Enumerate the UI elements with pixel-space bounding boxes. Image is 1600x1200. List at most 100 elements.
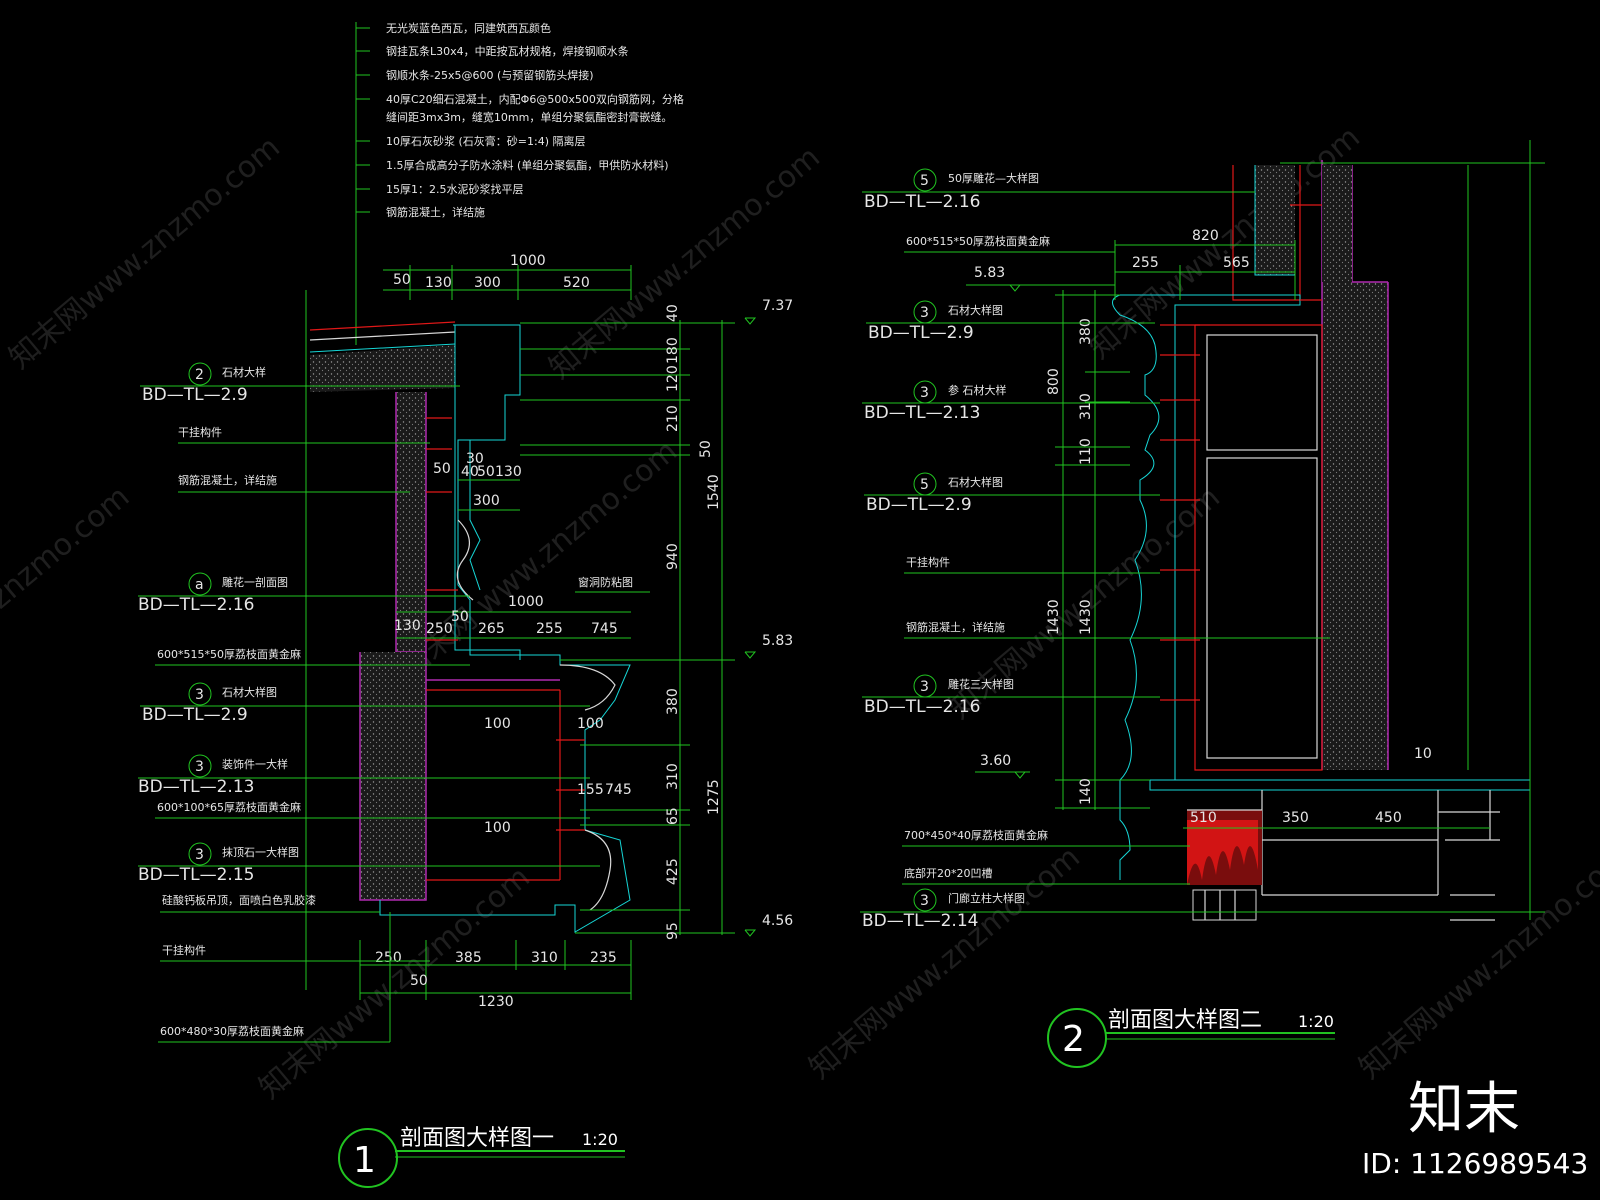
ref-number: 5 [920, 173, 929, 189]
dim-label: 65 [665, 807, 681, 825]
dim-label: 300 [474, 275, 501, 291]
elevation-label: 5.83 [762, 633, 793, 649]
ref-title: 雕花三大样图 [948, 677, 1014, 691]
dim-label: 1275 [706, 779, 722, 815]
dim-label: 235 [590, 950, 617, 966]
ref-bubble [188, 842, 212, 866]
drawing-number-bubble [1047, 1008, 1107, 1068]
dim-label: 745 [605, 782, 632, 798]
image-id: ID: 1126989543 [1362, 1147, 1588, 1180]
dim-label: 745 [591, 621, 618, 637]
ref-code: BD—TL—2.15 [138, 865, 254, 885]
title-block-1: 1 剖面图大样图一 1:20 [338, 1126, 625, 1188]
ref-title: 石材大样 [222, 365, 266, 379]
dim-label: 30 [466, 451, 484, 467]
note-line: 缝间距3mx3m，缝宽10mm，单组分聚氨酯密封膏嵌缝。 [386, 110, 672, 124]
dim-label: 425 [665, 858, 681, 885]
ref-code: BD—TL—2.13 [864, 403, 980, 423]
dim-label: 180 [665, 337, 681, 364]
dim-label: 130 [425, 275, 452, 291]
dim-label: 255 [536, 621, 563, 637]
dim-label: 820 [1192, 228, 1219, 244]
dim-label: 800 [1046, 368, 1062, 395]
dim-label: 510 [1190, 810, 1217, 826]
ref-code: BD—TL—2.9 [142, 385, 248, 405]
drawing-scale: 1:20 [582, 1130, 618, 1149]
dim-label: 40 [461, 464, 479, 480]
drawing-number: 1 [353, 1140, 376, 1181]
drawing-2: 820 255 565 380 800 310 110 1430 1430 14… [860, 140, 1545, 1068]
drawing-scale: 1:20 [1298, 1012, 1334, 1031]
note-line: 10厚石灰砂浆 (石灰膏：砂=1:4) 隔离层 [386, 134, 586, 148]
ref-title: 抹顶石一大样图 [222, 845, 299, 859]
note-line: 无光炭蓝色西瓦，同建筑西瓦颜色 [386, 21, 551, 35]
dim-label: 1000 [510, 253, 546, 269]
drawing-title: 剖面图大样图一 [400, 1126, 554, 1151]
ref-number: 3 [920, 305, 929, 321]
label-text: 600*100*65厚荔枝面黄金麻 [157, 800, 301, 814]
dim-label: 380 [1078, 318, 1094, 345]
dim-label: 310 [665, 763, 681, 790]
dim-label: 450 [1375, 810, 1402, 826]
ref-number: 3 [195, 847, 204, 863]
ref-title: 雕花一剖面图 [222, 575, 288, 589]
label-text: 700*450*40厚荔枝面黄金麻 [904, 828, 1048, 842]
dim-label: 155 [577, 782, 604, 798]
ref-bubble [188, 754, 212, 778]
dim-label: 100 [484, 820, 511, 836]
label-text: 干挂构件 [178, 425, 222, 439]
drawing-1: 无光炭蓝色西瓦，同建筑西瓦颜色 钢挂瓦条L30x4，中距按瓦材规格，焊接钢顺水条… [138, 21, 793, 1188]
dim-label: 50 [451, 609, 469, 625]
watermark-text: 知末网www.znzmo.com [3, 130, 287, 376]
ref-code: BD—TL—2.14 [862, 911, 978, 931]
note-line: 40厚C20细石混凝土，内配Φ6@500x500双向钢筋网，分格 [386, 92, 684, 106]
elevation-markers-2: 5.83 3.60 [966, 265, 1115, 779]
note-line: 钢顺水条-25x5@600 (与预留钢筋头焊接) [386, 68, 594, 82]
ref-code: BD—TL—2.13 [138, 777, 254, 797]
ref-title: 石材大样图 [948, 475, 1003, 489]
notes-list: 无光炭蓝色西瓦，同建筑西瓦颜色 钢挂瓦条L30x4，中距按瓦材规格，焊接钢顺水条… [356, 21, 684, 219]
dim-label: 565 [1223, 255, 1250, 271]
ref-code: BD—TL—2.16 [864, 192, 980, 212]
dim-label: 130 [394, 618, 421, 634]
ref-number: 3 [920, 893, 929, 909]
dim-label: 50 [410, 973, 428, 989]
dim-label: 1230 [478, 994, 514, 1010]
dim-label: 120 [665, 365, 681, 392]
dim-label: 250 [426, 621, 453, 637]
ref-number: 3 [920, 385, 929, 401]
ref-title: 石材大样图 [222, 685, 277, 699]
dim-label: 50 [698, 440, 714, 458]
drawing-title: 剖面图大样图二 [1108, 1008, 1262, 1033]
dim-label: 100 [577, 716, 604, 732]
note-line: 钢挂瓦条L30x4，中距按瓦材规格，焊接钢顺水条 [386, 44, 629, 58]
dim-label: 210 [665, 405, 681, 432]
ref-number: 5 [920, 477, 929, 493]
ref-number: 2 [195, 367, 204, 383]
dim-label: 95 [665, 922, 681, 940]
dim-label: 50 [477, 464, 495, 480]
dim-label: 140 [1078, 778, 1094, 805]
dim-label: 1430 [1046, 599, 1062, 635]
ref-code: BD—TL—2.9 [868, 323, 974, 343]
drawing-number: 2 [1062, 1019, 1085, 1060]
ref-number: 3 [920, 679, 929, 695]
label-text: 底部开20*20凹槽 [904, 866, 993, 880]
dim-label: 1000 [508, 594, 544, 610]
ref-title: 50厚雕花—大样图 [948, 171, 1039, 185]
dim-label: 40 [665, 304, 681, 322]
ref-code: BD—TL—2.9 [866, 495, 972, 515]
ref-code: BD—TL—2.9 [142, 705, 248, 725]
dim-label: 1430 [1078, 599, 1094, 635]
drawing-number-bubble [338, 1128, 398, 1188]
ref-number: 3 [195, 759, 204, 775]
dim-label: 50 [393, 272, 411, 288]
top-dimensions: 1000 50 130 300 520 [383, 253, 632, 300]
elevation-label: 3.60 [980, 753, 1011, 769]
ref-number: a [195, 577, 204, 593]
label-text: 干挂构件 [906, 555, 950, 569]
dim-label: 940 [665, 543, 681, 570]
ref-title: 石材大样图 [948, 303, 1003, 317]
label-text: 窗洞防粘图 [578, 575, 633, 589]
